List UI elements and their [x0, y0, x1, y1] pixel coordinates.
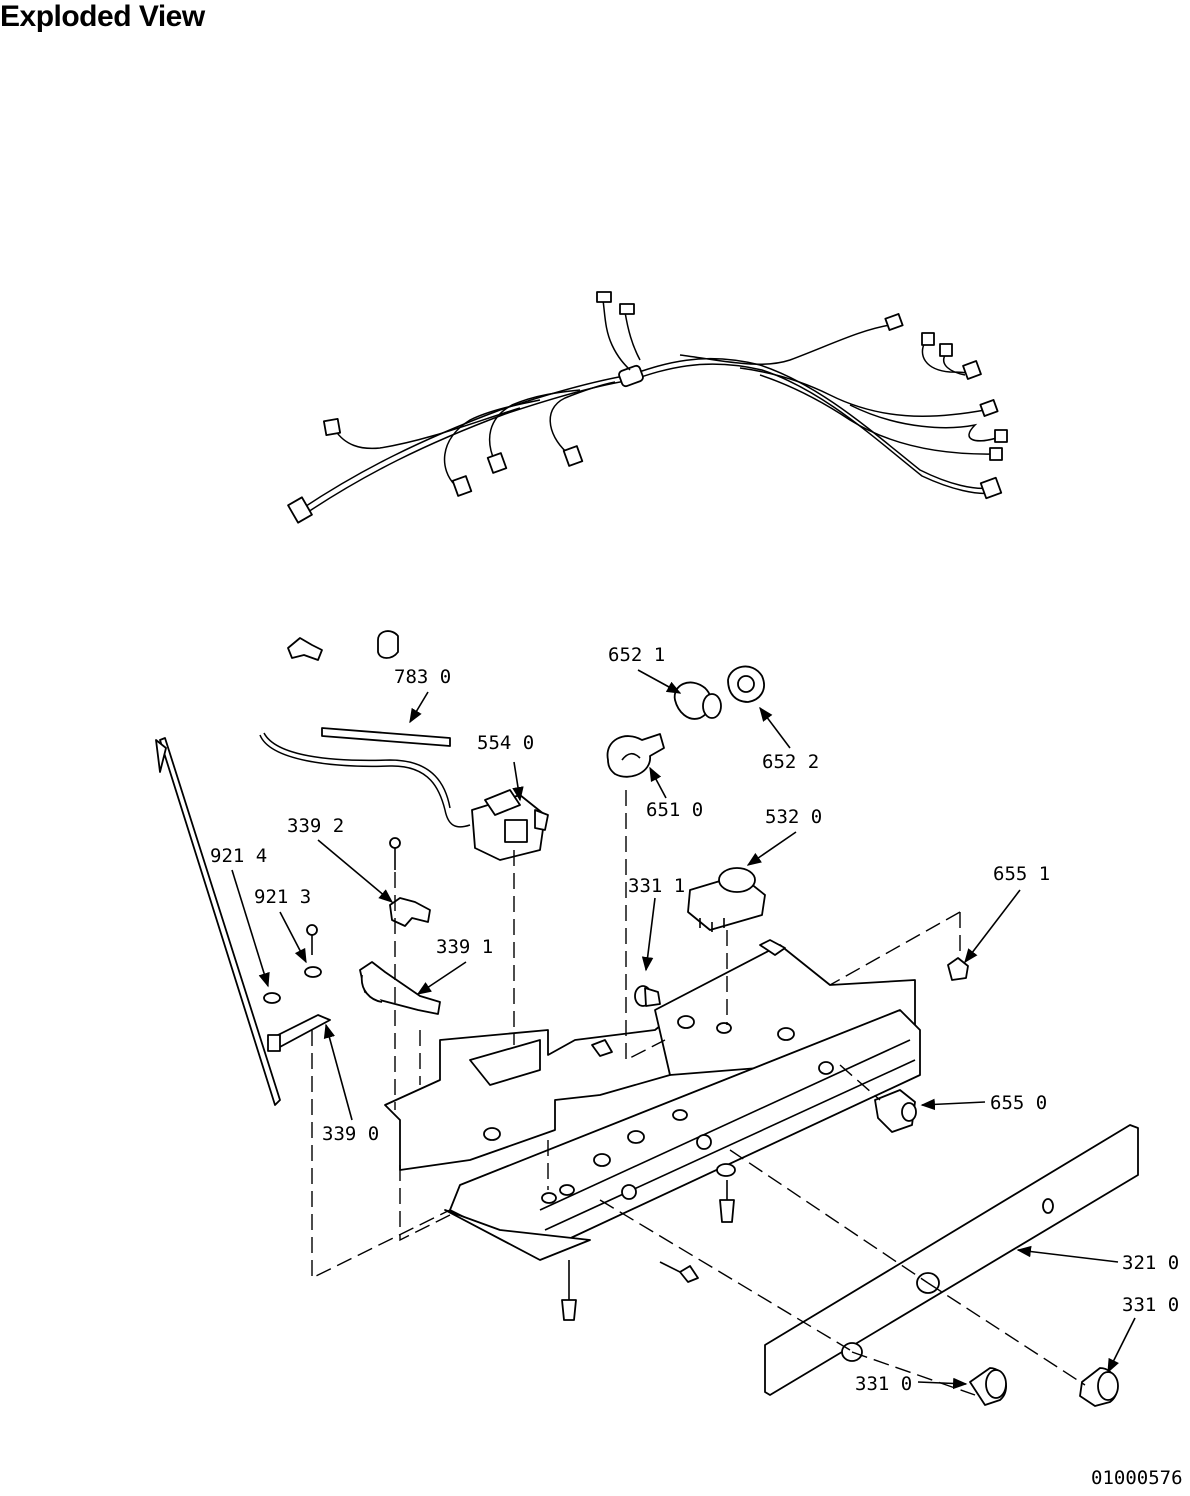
- actuator-rod: [155, 737, 281, 1106]
- thermostat: [471, 789, 549, 861]
- defrost-timer: [687, 867, 766, 932]
- control-knob-assembly: [263, 837, 441, 1052]
- lamp-assembly: [606, 665, 765, 778]
- label-655-1: 655 1: [993, 863, 1050, 885]
- door-switch: [874, 957, 969, 1133]
- label-331-1: 331 1: [628, 875, 685, 897]
- label-339-2: 339 2: [287, 815, 344, 837]
- control-housing: [384, 939, 921, 1261]
- label-921-3: 921 3: [254, 886, 311, 908]
- assembly-lines: [311, 790, 1086, 1396]
- page-title: Exploded View: [0, 0, 205, 33]
- document-id: 01000576: [1091, 1467, 1183, 1489]
- label-651-0: 651 0: [646, 799, 703, 821]
- label-652-1: 652 1: [608, 644, 665, 666]
- label-554-0: 554 0: [477, 732, 534, 754]
- label-339-0: 339 0: [322, 1123, 379, 1145]
- label-339-1: 339 1: [436, 936, 493, 958]
- trim-panel: [764, 1124, 1139, 1396]
- sensor-tube: [259, 727, 471, 828]
- wire-clips: [287, 630, 399, 661]
- part-labels: 783 0 652 1 652 2 554 0 651 0 532 0 339 …: [210, 644, 1179, 1395]
- knobs: [969, 1367, 1119, 1407]
- label-532-0: 532 0: [765, 806, 822, 828]
- label-655-0: 655 0: [990, 1092, 1047, 1114]
- label-921-4: 921 4: [210, 845, 267, 867]
- screws: [561, 1163, 736, 1321]
- label-331-0-bottom: 331 0: [855, 1373, 912, 1395]
- label-652-2: 652 2: [762, 751, 819, 773]
- wire-harness: [287, 291, 1008, 524]
- label-321-0: 321 0: [1122, 1252, 1179, 1274]
- label-331-0-right: 331 0: [1122, 1294, 1179, 1316]
- leader-lines: [231, 669, 1136, 1390]
- label-783-0: 783 0: [394, 666, 451, 688]
